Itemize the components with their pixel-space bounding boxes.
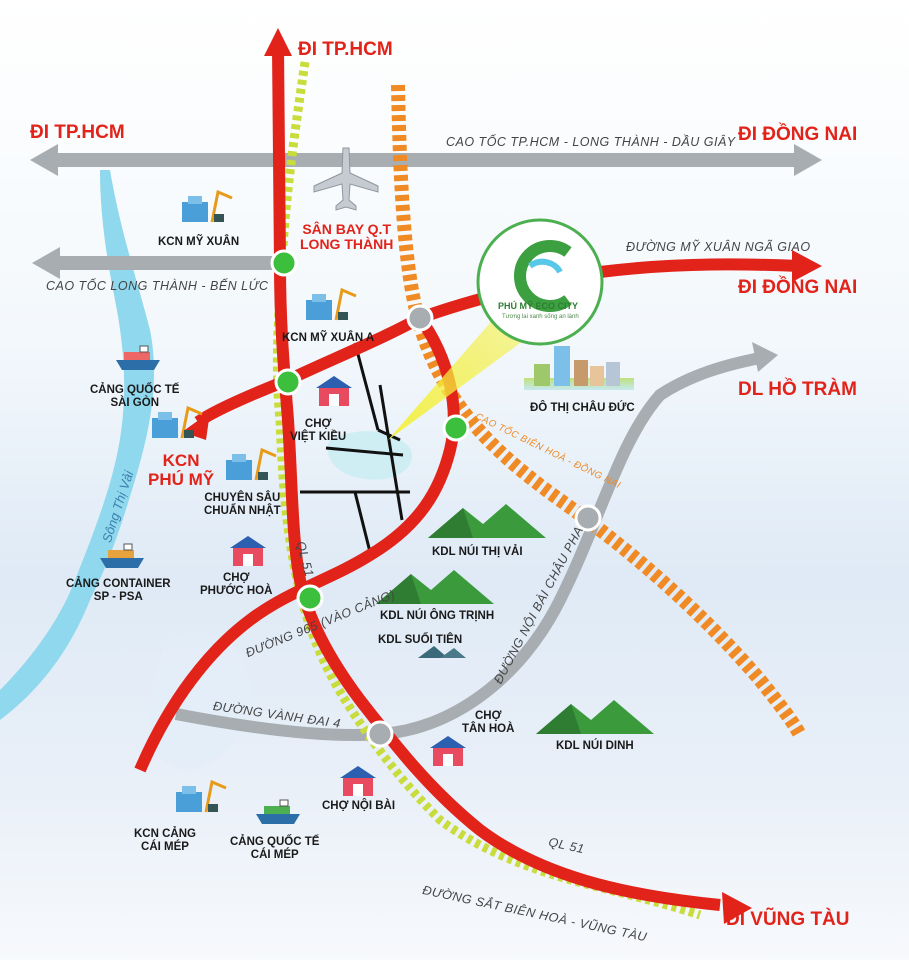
junction-nodes (270, 249, 602, 748)
label-expressway-hcm-lt-dg: CAO TỐC TP.HCM - LONG THÀNH - DẦU GIÂY (446, 135, 736, 149)
label-do-thi-chau-duc: ĐÔ THỊ CHÂU ĐỨC (530, 402, 635, 414)
label-cho-noi-bai: CHỢ NỘI BÀI (322, 800, 396, 812)
market-icon (316, 376, 352, 406)
label-cang-cai-mep: CẢNG QUỐC TẾ CÁI MÉP (230, 836, 320, 861)
market-icon (230, 536, 266, 566)
factory-icon (176, 779, 227, 813)
dir-vung-tau: ĐI VŨNG TÀU (726, 909, 850, 930)
highway-ql51 (272, 47, 721, 911)
node-gray (574, 504, 602, 532)
eco-logo-icon (476, 218, 604, 346)
label-kcn-my-xuan: KCN MỸ XUÂN (158, 236, 240, 248)
node-green (296, 584, 324, 612)
ship-icon (100, 543, 144, 568)
arrow-east-dongnai-2 (792, 250, 822, 282)
local-roads (300, 342, 410, 561)
island-shape (147, 632, 252, 770)
dir-west-hcm: ĐI TP.HCM (30, 122, 125, 143)
label-my-xuan-nga-giao: ĐƯỜNG MỸ XUÂN NGÃ GIAO (626, 240, 811, 254)
dir-north-hcm: ĐI TP.HCM (298, 39, 393, 60)
ship-icon (116, 345, 160, 370)
arrow-north-hcm (264, 28, 292, 56)
factory-icon (182, 189, 233, 223)
dir-east-dongnai-1: ĐI ĐỒNG NAI (738, 124, 858, 145)
arrow-east-dongnai (794, 144, 822, 176)
arrow-west-hcm (30, 144, 58, 176)
node-green (442, 414, 470, 442)
mountain-icon (376, 570, 494, 604)
arrow-ho-tram (752, 342, 778, 372)
label-cang-container: CẢNG CONTAINER SP - PSA (66, 578, 171, 603)
ship-icon (256, 799, 300, 824)
dir-ho-tram: DL HỒ TRÀM (738, 379, 857, 400)
dir-east-dongnai-2: ĐI ĐỒNG NAI (738, 277, 858, 298)
road-965 (134, 258, 801, 773)
label-kcn-phu-my: KCN PHÚ MỸ (148, 451, 215, 489)
arrow-vung-tau (722, 892, 752, 924)
label-chuyen-sau: CHUYÊN SÂU CHUẨN NHẬT (204, 492, 281, 517)
label-airport: SÂN BAY Q.T LONG THÀNH (300, 221, 394, 253)
railway-bien-hoa-vung-tau (272, 61, 702, 920)
label-kdl-nui-dinh: KDL NÚI DINH (556, 740, 634, 752)
highlight-beam (388, 300, 538, 440)
label-kdl-thi-vai: KDL NÚI THỊ VẢI (432, 546, 523, 558)
factory-icon (226, 447, 277, 481)
label-cho-tan-hoa: CHỢ TÂN HOÀ (462, 710, 515, 735)
label-kcn-my-xuan-a: KCN MỸ XUÂN A (282, 332, 375, 344)
label-expressway-lt-bl: CAO TỐC LONG THÀNH - BẾN LỨC (46, 279, 269, 293)
node-gray (406, 304, 434, 332)
label-cho-viet-kieu: CHỢ VIỆT KIỀU (290, 418, 347, 443)
label-kdl-ong-trinh: KDL NÚI ÔNG TRỊNH (380, 610, 495, 622)
arrow-west-lt-bl (32, 247, 60, 279)
label-kcn-cang-cai-mep: KCN CẢNG CÁI MÉP (134, 828, 196, 853)
label-kdl-suoi-tien: KDL SUỐI TIÊN (378, 634, 463, 646)
city-icon (524, 346, 634, 390)
label-cang-saigon: CẢNG QUỐC TẾ SÀI GÒN (90, 384, 180, 409)
market-icon (340, 766, 376, 796)
road-noi-bai-chau-pha (174, 352, 762, 741)
mountain-icon (428, 504, 546, 538)
logo-name: PHÚ MỸ ECO CITY (498, 301, 579, 311)
market-icon (430, 736, 466, 766)
river-thi-vai (0, 170, 155, 720)
expressway-bien-hoa-dong-nai (391, 84, 807, 739)
node-gray (366, 720, 394, 748)
node-green (270, 249, 298, 277)
airplane-icon (313, 147, 379, 211)
label-cho-phuoc-hoa: CHỢ PHƯỚC HOÀ (200, 572, 273, 597)
factory-icon (152, 405, 203, 439)
mountain-icon (536, 700, 654, 734)
logo-tagline: Tương lai xanh sống an lành (502, 314, 579, 320)
mountain-icon (418, 646, 466, 658)
node-green (274, 368, 302, 396)
factory-icon (306, 287, 357, 321)
